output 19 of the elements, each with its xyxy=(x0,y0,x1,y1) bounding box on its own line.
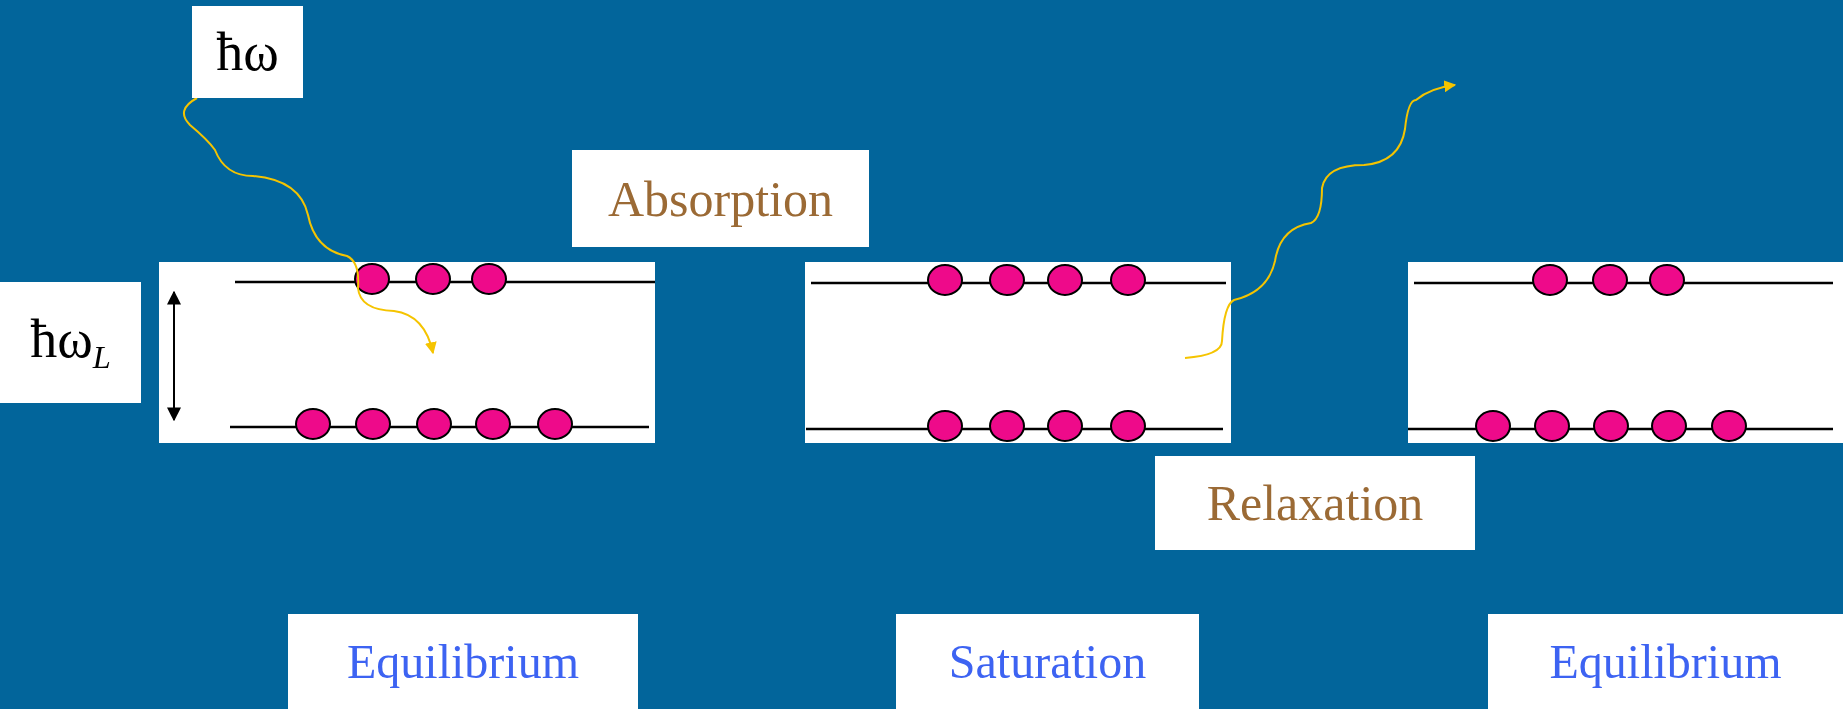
photon-arrow xyxy=(1184,80,1457,359)
label-card xyxy=(896,614,1199,709)
label-card xyxy=(1488,614,1843,709)
label-card xyxy=(1155,456,1475,550)
state-label: Saturation xyxy=(948,634,1147,689)
symbol-label: ħω xyxy=(216,21,279,83)
label-card xyxy=(288,614,638,709)
state-label: Absorption xyxy=(608,169,833,228)
state-label: Relaxation xyxy=(1206,474,1424,532)
energy-level-panel xyxy=(1408,262,1843,443)
label-card xyxy=(572,150,869,247)
energy-level-panel xyxy=(805,262,1231,443)
symbol-label: ħω$_{L}$ xyxy=(30,308,111,377)
label-card xyxy=(192,6,303,98)
state-label: Equilibrium xyxy=(1549,634,1782,689)
energy-level-panel xyxy=(159,262,655,443)
photon-arrow xyxy=(182,97,437,355)
state-label: Equilibrium xyxy=(347,634,579,689)
label-card xyxy=(0,282,141,403)
